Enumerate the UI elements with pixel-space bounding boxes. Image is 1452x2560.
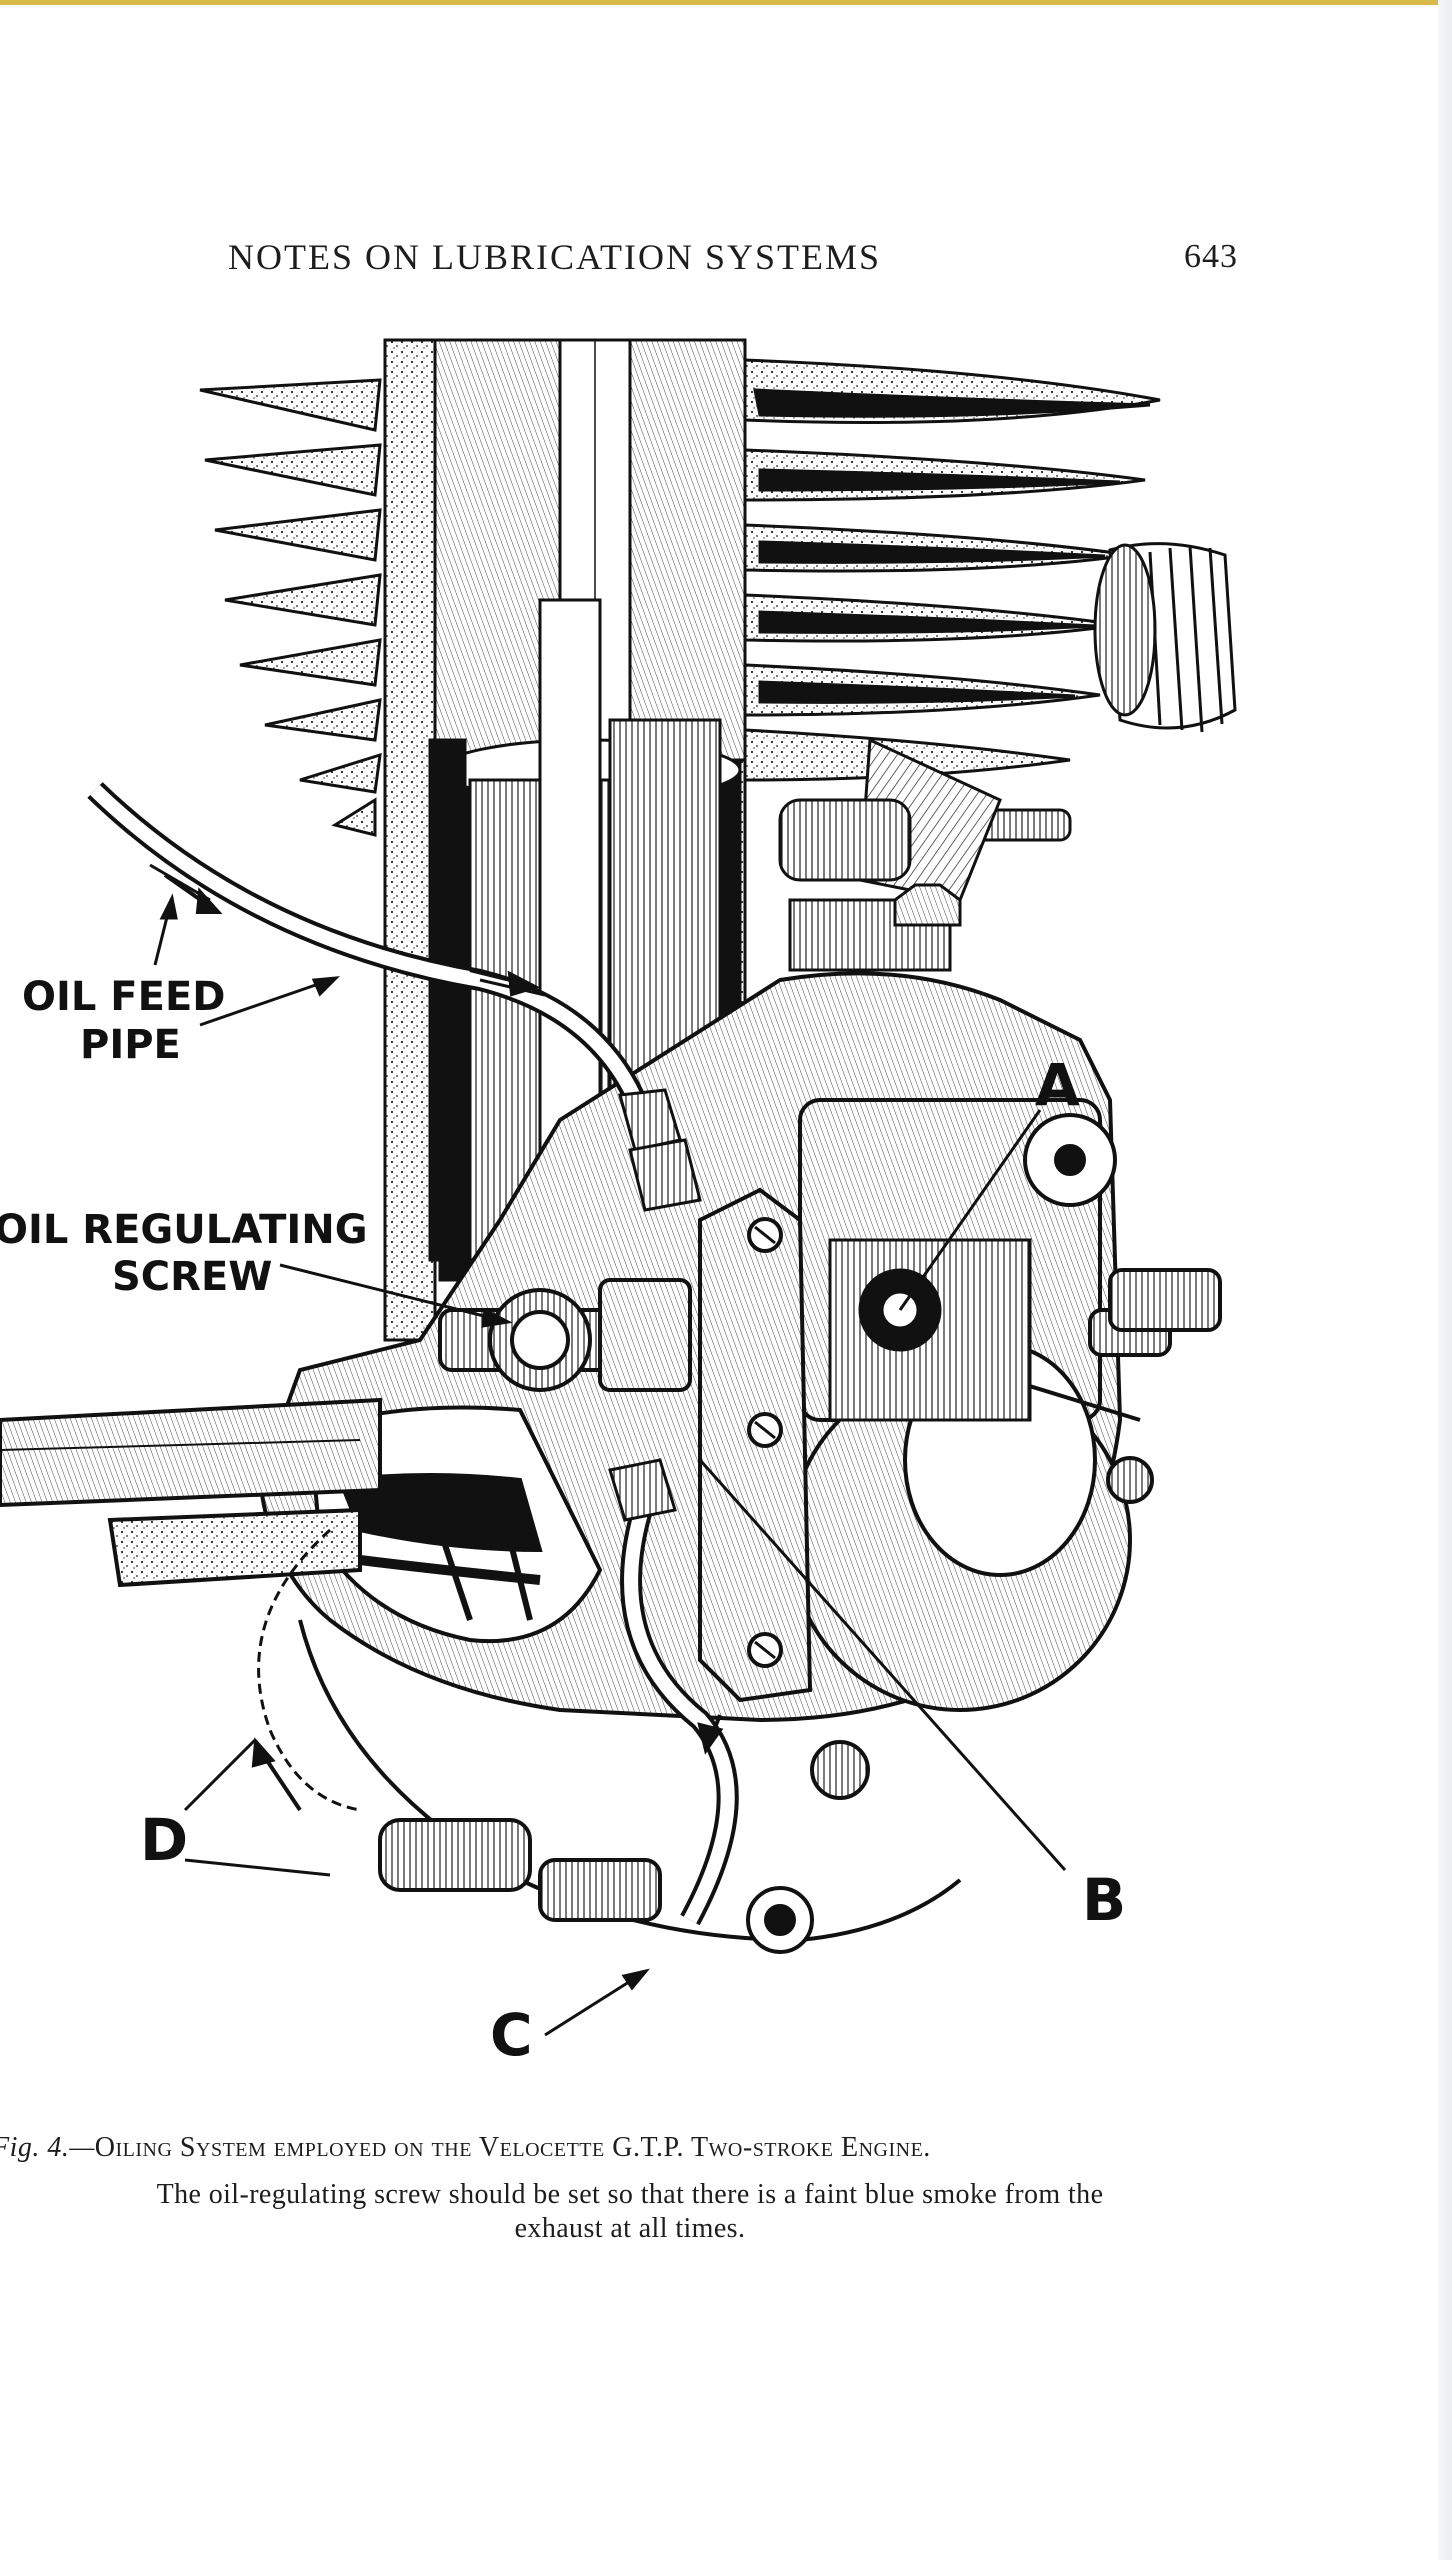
label-c: C xyxy=(490,2001,533,2069)
pipe-union-top xyxy=(618,1088,702,1212)
delivery-pipe xyxy=(620,1496,739,1926)
crankcase-sump xyxy=(298,1619,962,1954)
figure-number: Fig. 4.— xyxy=(0,2132,95,2163)
right-cooling-fins xyxy=(743,358,1161,782)
page-top-edge xyxy=(0,0,1452,5)
page-number: 643 xyxy=(1184,238,1238,275)
figure-caption-text: Oiling System employed on the Velocette … xyxy=(94,2132,931,2163)
cylinder-barrel xyxy=(383,338,747,1342)
label-a: A xyxy=(1035,1051,1080,1119)
figure-note: The oil-regulating screw should be set s… xyxy=(156,2179,1104,2244)
transfer-port xyxy=(778,798,962,972)
label-oil-feed-line2: PIPE xyxy=(80,1022,181,1068)
label-b: B xyxy=(1082,1866,1126,1934)
figure-caption: Fig. 4.—Oiling System employed on the Ve… xyxy=(0,2132,931,2164)
regulating-screw xyxy=(438,1278,692,1392)
label-oil-feed-line1: OIL FEED xyxy=(22,974,225,1020)
label-oil-regulating-line2: SCREW xyxy=(112,1254,272,1300)
pipe-union-lower xyxy=(608,1458,677,1522)
leader-lines xyxy=(153,893,1067,2037)
label-d: D xyxy=(140,1806,188,1874)
label-oil-regulating-line1: OIL REGULATING xyxy=(0,1207,368,1253)
engine-mount xyxy=(0,1397,382,1588)
left-cooling-fins xyxy=(199,378,382,837)
return-passage xyxy=(257,1528,361,1812)
exhaust-port xyxy=(1093,542,1237,733)
worm-gear xyxy=(828,1238,1032,1422)
running-head: NOTES ON LUBRICATION SYSTEMS xyxy=(228,237,882,277)
engine-illustration: OIL FEED PIPE OIL REGULATING SCREW A B C… xyxy=(0,320,1300,2080)
page-right-edge xyxy=(1438,0,1452,2560)
oil-pump-body xyxy=(698,1187,813,1703)
flow-arrows xyxy=(163,873,724,1812)
